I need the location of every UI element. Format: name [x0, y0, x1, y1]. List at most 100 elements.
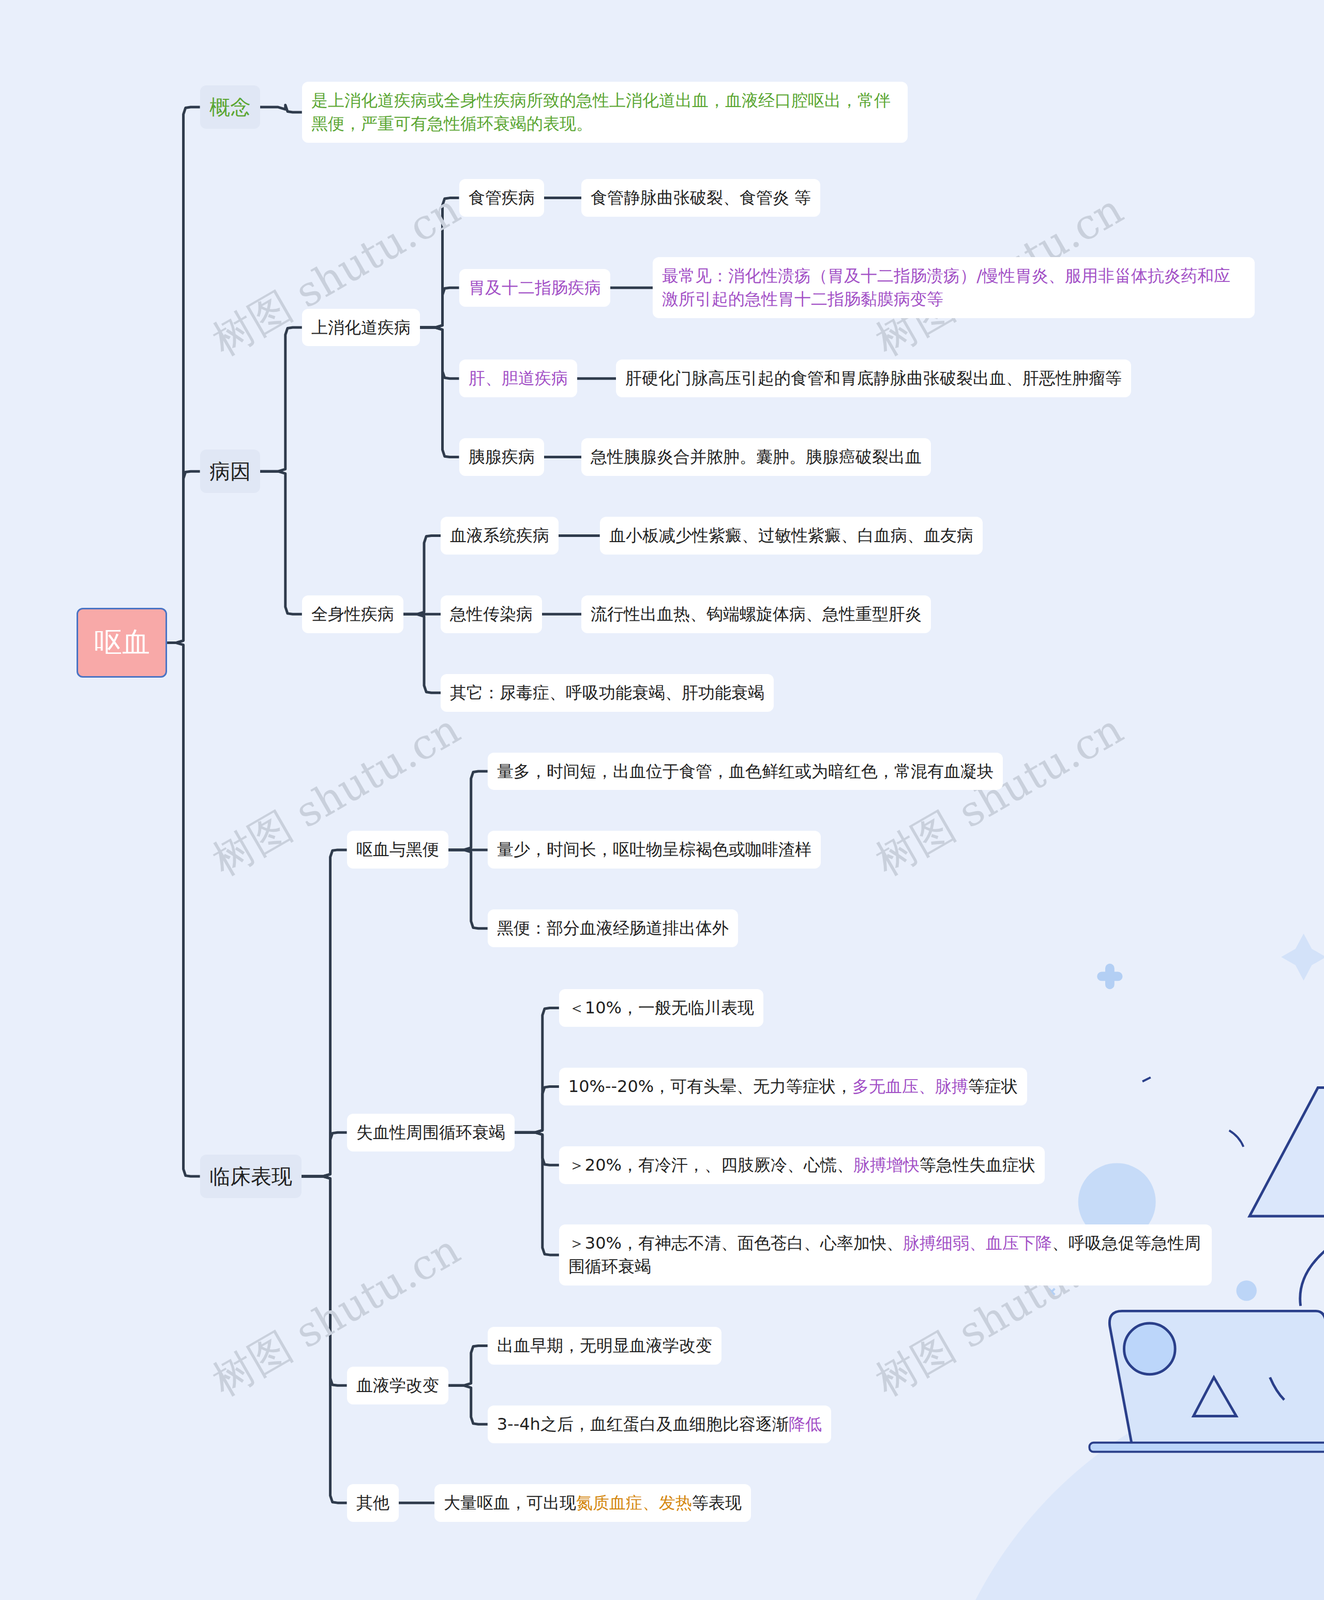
node-text: 量多，时间短，出血位于食管，血色鲜红或为暗红色，常混有血凝块: [497, 761, 994, 781]
branch-connector: [544, 196, 582, 200]
topic-box: 肝、胆道疾病: [459, 359, 578, 398]
topic-box: 胰腺疾病: [459, 438, 545, 476]
topic-box: 黑便：部分血液经肠道排出体外: [487, 909, 739, 947]
node-text: 最常见：消化性溃疡（胃及十二指肠溃疡）/慢性胃炎、服用非甾体抗炎药和应激所引起的…: [662, 265, 1231, 309]
branch-connector: [301, 1132, 348, 1177]
branch-connector: [610, 286, 654, 290]
main-branch: 临床表现: [200, 1154, 302, 1198]
node-text: 失血性周围循环衰竭: [356, 1122, 506, 1142]
node-text: 出血早期，无明显血液学改变: [497, 1335, 713, 1356]
topic-box: 呕血与黑便: [347, 830, 449, 869]
branch-connector: [398, 1501, 435, 1504]
node-text: 其它：尿毒症、呼吸功能衰竭、肝功能衰竭: [449, 682, 765, 703]
deco-stroke: [1270, 1377, 1285, 1400]
node-text: 急性传染病: [449, 604, 533, 624]
topic-box: ＞20%，有冷汗，、四肢厥冷、心慌、脉搏增快等急性失血症状: [559, 1146, 1045, 1184]
node-text: 10%--20%，可有头晕、无力等症状，: [568, 1076, 853, 1096]
root-topic: 呕血: [76, 607, 168, 677]
topic-box: 食管疾病: [459, 178, 545, 217]
node-text: 急性胰腺炎合并脓肿。囊肿。胰腺癌破裂出血: [590, 446, 922, 467]
node-text: 胃及十二指肠疾病: [468, 277, 601, 298]
topic-box: 失血性周围循环衰竭: [347, 1113, 515, 1152]
branch-connector: [260, 104, 303, 113]
topic-box: 血液系统疾病: [440, 516, 559, 555]
branch-connector: [558, 534, 600, 537]
topic-box: 量多，时间短，出血位于食管，血色鲜红或为暗红色，常混有血凝块: [487, 752, 1003, 791]
node-text: ＞20%，有冷汗，、四肢厥冷、心慌、: [568, 1154, 854, 1175]
branch-connector: [514, 1086, 560, 1133]
topic-box: 最常见：消化性溃疡（胃及十二指肠溃疡）/慢性胃炎、服用非甾体抗炎药和应激所引起的…: [652, 257, 1255, 319]
deco-stroke: [1300, 1249, 1324, 1306]
branch-connector: [542, 612, 582, 616]
node-text: 血液学改变: [356, 1375, 440, 1395]
laptop-base: [1089, 1442, 1324, 1452]
node-text: 等表现: [691, 1492, 742, 1513]
node-text: 病因: [209, 459, 251, 484]
branch-connector: [448, 1385, 488, 1424]
branch-connector: [403, 613, 441, 693]
branch-connector: [167, 471, 200, 643]
node-text: ＜10%，一般无临川表现: [568, 997, 755, 1018]
topic-box: 出血早期，无明显血液学改变: [487, 1326, 722, 1365]
sparkle: [1281, 933, 1324, 981]
node-text: 血小板减少性紫癜、过敏性紫癜、白血病、血友病: [609, 525, 974, 546]
plus-sign: [1101, 968, 1119, 985]
node-text: 临床表现: [209, 1164, 293, 1188]
topic-box: 流行性出血热、钩端螺旋体病、急性重型肝炎: [581, 595, 931, 634]
branch-connector: [419, 287, 460, 328]
topic-box: ＜10%，一般无临川表现: [559, 988, 764, 1027]
branch-connector: [514, 1007, 560, 1133]
node-text: 胰腺疾病: [468, 446, 535, 467]
node-text: 上消化道疾病: [311, 317, 411, 338]
branch-connector: [260, 471, 303, 614]
branch-connector: [448, 771, 488, 850]
branch-connector: [167, 107, 200, 643]
topic-box: 是上消化道疾病或全身性疾病所致的急性上消化道出血，血液经口腔呕出，常伴黑便，严重…: [302, 81, 909, 143]
node-text: 大量呕血，可出现: [443, 1492, 577, 1513]
branch-connector: [260, 327, 303, 472]
branch-connector: [419, 327, 460, 457]
topic-box: 血液学改变: [347, 1366, 449, 1405]
laptop-triangle: [1193, 1377, 1237, 1417]
topic-box: 大量呕血，可出现氮质血症、发热等表现: [434, 1483, 751, 1522]
node-text: 氮质血症、发热: [576, 1492, 692, 1513]
node-text: 呕血与黑便: [356, 839, 440, 860]
node-text: 降低: [788, 1413, 822, 1434]
branch-connector: [167, 642, 200, 1177]
branch-connector: [514, 1132, 560, 1255]
branch-connector: [419, 327, 460, 379]
deco-stroke: [1142, 1077, 1244, 1147]
branch-connector: [448, 1345, 488, 1386]
main-branch: 概念: [200, 85, 261, 129]
branch-connector: [301, 849, 348, 1177]
node-text: 等急性失血症状: [919, 1154, 1036, 1175]
deco-triangle: [1249, 1087, 1324, 1216]
node-text: 呕血: [94, 623, 150, 662]
branch-connector: [448, 849, 488, 929]
deco-dot: [1236, 1280, 1257, 1301]
topic-box: 3--4h之后，血红蛋白及血细胞比容逐渐降低: [487, 1405, 832, 1443]
node-text: 概念: [209, 95, 251, 119]
watermark: 树图 shutu.cn: [865, 702, 1134, 890]
branch-connector: [577, 377, 617, 380]
node-text: 血液系统疾病: [449, 525, 550, 546]
topic-box: 肝硬化门脉高压引起的食管和胃底静脉曲张破裂出血、肝恶性肿瘤等: [615, 359, 1132, 398]
node-text: 流行性出血热、钩端螺旋体病、急性重型肝炎: [590, 604, 922, 624]
laptop-circle: [1123, 1322, 1176, 1375]
node-text: 全身性疾病: [311, 604, 395, 624]
node-text: 其他: [356, 1492, 390, 1513]
node-text: 食管疾病: [468, 187, 535, 208]
topic-box: 量少，时间长，呕吐物呈棕褐色或咖啡渣样: [487, 830, 821, 869]
branch-connector: [514, 1132, 560, 1165]
topic-box: 全身性疾病: [302, 595, 404, 634]
branch-connector: [544, 455, 582, 459]
main-branch: 病因: [200, 449, 261, 493]
node-text: 脉搏细弱、血压下降: [903, 1232, 1052, 1253]
topic-box: 其它：尿毒症、呼吸功能衰竭、肝功能衰竭: [440, 673, 774, 712]
topic-box: 急性传染病: [440, 595, 543, 634]
node-text: 黑便：部分血液经肠道排出体外: [497, 918, 729, 938]
node-text: ＞30%，有神志不清、面色苍白、心率加快、: [568, 1232, 904, 1253]
laptop-body: [1109, 1310, 1324, 1447]
topic-box: 上消化道疾病: [302, 308, 420, 347]
node-text: 食管静脉曲张破裂、食管炎 等: [590, 187, 811, 208]
